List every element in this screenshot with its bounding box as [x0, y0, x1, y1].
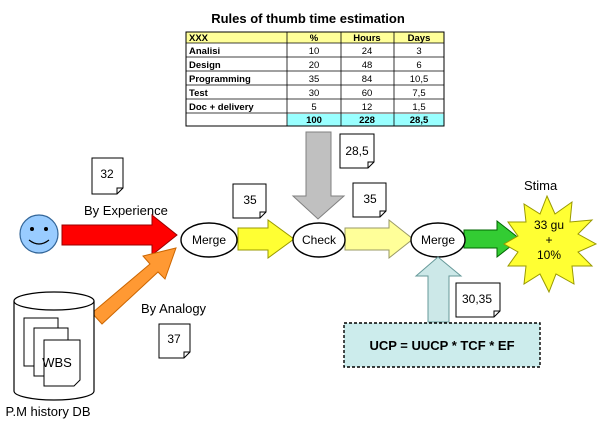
merge-to-check-arrow [237, 219, 295, 259]
svg-text:30,35: 30,35 [462, 292, 492, 306]
table-total-days: 28,5 [410, 115, 429, 126]
merge-node-2: Merge [410, 222, 466, 258]
table-cell: 35 [309, 74, 320, 85]
svg-text:+: + [545, 233, 552, 247]
table-header-hours: Hours [353, 33, 380, 44]
by-experience-label: By Experience [84, 203, 168, 218]
note-formula-value: 30,35 [455, 282, 501, 318]
svg-text:10%: 10% [537, 248, 561, 262]
svg-text:37: 37 [167, 332, 181, 346]
table-cell: 1,5 [412, 102, 425, 113]
stima-label: Stima [524, 178, 558, 193]
table-header-bg [186, 32, 444, 43]
table-cell: Programming [189, 74, 251, 85]
estimation-table: XXX % Hours Days Analisi 10 24 3 Design … [185, 31, 445, 127]
check-node: Check [292, 222, 346, 258]
table-total-hours: 228 [359, 115, 375, 126]
svg-text:35: 35 [363, 192, 377, 206]
merge-node-1: Merge [180, 222, 238, 258]
table-header-days: Days [408, 33, 431, 44]
table-cell: 10,5 [410, 74, 429, 85]
formula-box: UCP = UUCP * TCF * EF [343, 322, 541, 368]
check-to-merge-arrow [344, 218, 414, 260]
table-cell: Doc + delivery [189, 102, 254, 113]
svg-text:Merge: Merge [192, 233, 226, 247]
history-database-icon [13, 291, 95, 401]
formula-to-merge-arrow [414, 256, 463, 323]
note-experience-value: 32 [91, 157, 124, 195]
table-cell: 24 [362, 46, 373, 57]
svg-text:32: 32 [100, 167, 114, 181]
by-analogy-label: By Analogy [141, 301, 207, 316]
formula-text: UCP = UUCP * TCF * EF [369, 338, 514, 353]
table-cell: 3 [416, 46, 421, 57]
history-db-label: P.M history DB [5, 404, 90, 419]
svg-text:28,5: 28,5 [345, 144, 369, 158]
analogy-to-merge-arrow [91, 247, 177, 325]
table-total-percent: 100 [306, 115, 322, 126]
table-cell: 5 [311, 102, 316, 113]
svg-text:33 gu: 33 gu [534, 218, 564, 232]
svg-text:Merge: Merge [421, 233, 455, 247]
experience-to-merge-arrow [61, 213, 178, 257]
svg-text:Check: Check [302, 233, 337, 247]
table-cell: 7,5 [412, 88, 425, 99]
table-header-name: XXX [189, 33, 209, 44]
table-cell: 60 [362, 88, 373, 99]
table-title: Rules of thumb time estimation [211, 11, 405, 26]
table-cell: 84 [362, 74, 373, 85]
table-cell: 6 [416, 60, 421, 71]
note-check-value: 35 [352, 182, 387, 218]
estimate-burst: 33 gu + 10% [502, 194, 598, 294]
table-totals-bg [287, 114, 444, 126]
table-cell: 30 [309, 88, 320, 99]
wbs-label: WBS [42, 355, 72, 370]
table-to-check-arrow [291, 131, 346, 220]
table-cell: Test [189, 88, 209, 99]
merge-to-stima-arrow [463, 219, 521, 259]
note-merge-value: 35 [232, 183, 267, 219]
table-border [185, 31, 445, 127]
table-header-percent: % [310, 33, 319, 44]
table-cell: 12 [362, 102, 373, 113]
svg-text:35: 35 [243, 193, 257, 207]
note-table-value: 28,5 [339, 133, 375, 169]
table-cell: Analisi [189, 46, 220, 57]
person-smiley-icon [19, 214, 59, 254]
table-cell: 20 [309, 60, 320, 71]
table-cell: 10 [309, 46, 320, 57]
table-cell: Design [189, 60, 221, 71]
table-cell: 48 [362, 60, 373, 71]
note-analogy-value: 37 [158, 323, 191, 359]
